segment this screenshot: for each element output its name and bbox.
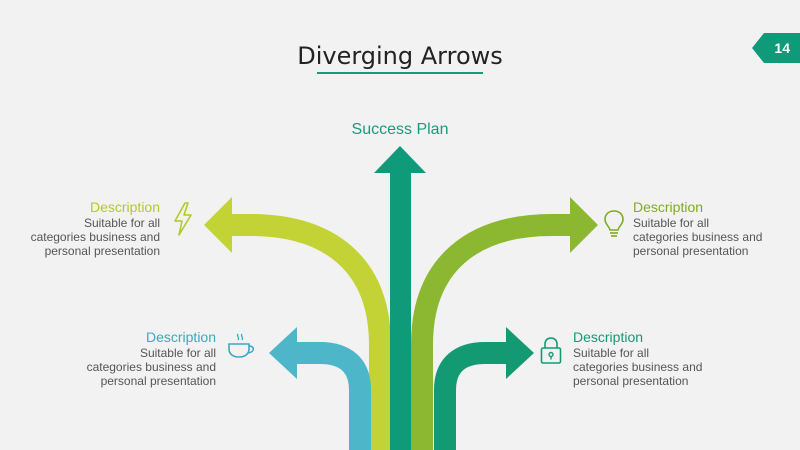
description-line: categories business and	[30, 230, 160, 244]
lightbulb-icon	[604, 210, 624, 237]
page-number-badge: 14	[752, 33, 800, 63]
description-line: categories business and	[573, 360, 703, 374]
description-heading: Description	[633, 199, 704, 215]
description-heading: Description	[89, 199, 160, 215]
arrow-center-head	[374, 146, 426, 173]
title-underline	[317, 72, 483, 74]
description-lower-left: Description Suitable for all categories …	[66, 329, 216, 388]
padlock-icon	[540, 337, 562, 364]
description-heading: Description	[145, 329, 216, 345]
arrow-lower-left-shaft	[297, 342, 371, 450]
success-plan-label: Success Plan	[351, 121, 449, 138]
arrow-lower-left-head	[269, 327, 297, 379]
description-upper-right: Description Suitable for all categories …	[633, 199, 793, 258]
coffee-cup-icon	[228, 333, 255, 358]
arrow-lower-right-head	[506, 327, 534, 379]
description-line: categories business and	[633, 230, 763, 244]
description-line: Suitable for all	[573, 346, 650, 360]
arrow-center-shaft	[390, 172, 411, 450]
arrow-upper-left-shaft	[232, 214, 391, 450]
description-lower-right: Description Suitable for all categories …	[573, 329, 733, 388]
arrow-lower-right-shaft	[434, 342, 506, 450]
description-line: personal presentation	[633, 244, 749, 258]
arrow-upper-left-head	[204, 197, 232, 253]
description-line: categories business and	[86, 360, 216, 374]
description-upper-left: Description Suitable for all categories …	[10, 199, 160, 258]
slide-title: Diverging Arrows	[297, 42, 503, 70]
lightning-icon	[174, 202, 192, 236]
description-line: personal presentation	[100, 374, 216, 388]
description-line: Suitable for all	[633, 216, 710, 230]
description-line: personal presentation	[44, 244, 160, 258]
description-line: Suitable for all	[83, 216, 160, 230]
description-line: personal presentation	[573, 374, 689, 388]
arrow-upper-right-head	[570, 197, 598, 253]
description-line: Suitable for all	[139, 346, 216, 360]
arrow-upper-right-shaft	[411, 214, 570, 450]
page-number: 14	[774, 40, 790, 56]
description-heading: Description	[573, 329, 644, 345]
